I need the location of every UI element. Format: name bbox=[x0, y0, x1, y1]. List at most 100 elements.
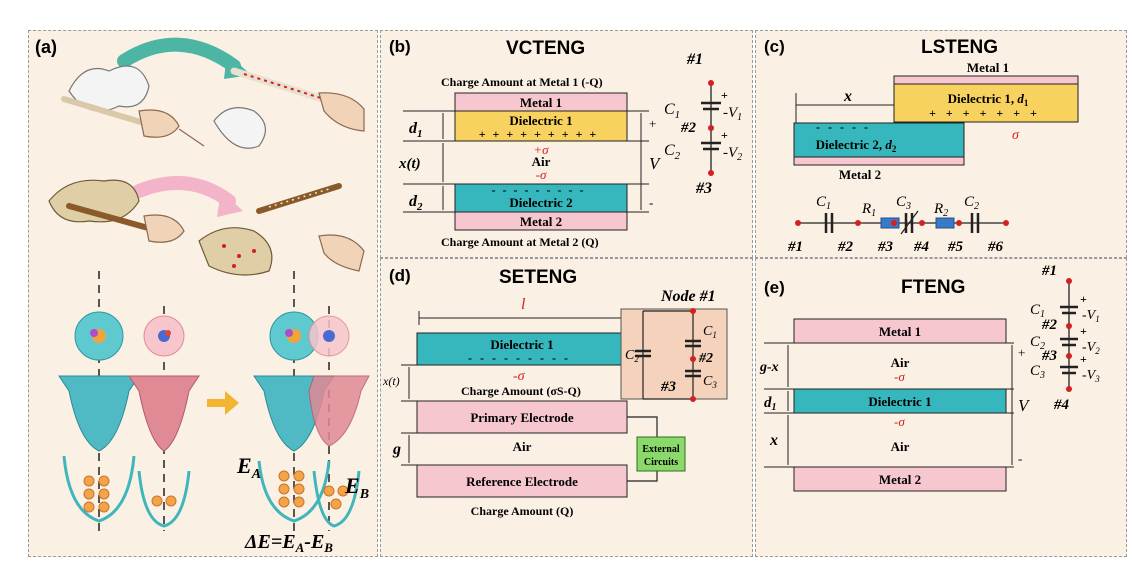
metal-2-label: Metal 2 bbox=[520, 214, 562, 229]
panel-a-label: (a) bbox=[35, 37, 57, 57]
reference-electrode-label: Reference Electrode bbox=[466, 474, 578, 489]
dielectric-2-label: Dielectric 2 bbox=[509, 195, 572, 210]
v2-label: -V2 bbox=[1082, 340, 1100, 356]
v-minus: - bbox=[1018, 451, 1022, 466]
node-1-label: #1 bbox=[787, 239, 803, 255]
energy-difference-equation: ΔE=EA-EB bbox=[244, 531, 333, 555]
node-1-label: #1 bbox=[1041, 263, 1057, 279]
x-label: x bbox=[843, 88, 852, 105]
bottom-charge-label: Charge Amount (Q) bbox=[471, 504, 574, 518]
node-3-label: #3 bbox=[877, 239, 894, 255]
x-label: x bbox=[769, 432, 778, 449]
air-top-label: Air bbox=[891, 355, 910, 370]
c3-label: C3 bbox=[703, 374, 717, 390]
resistor-r1 bbox=[880, 217, 900, 229]
energy-a-label: EA bbox=[236, 453, 261, 482]
circuits-label: Circuits bbox=[644, 457, 678, 468]
node-2-label: #2 bbox=[680, 120, 697, 136]
c1-label: C1 bbox=[1030, 302, 1045, 320]
metal-1-block bbox=[893, 75, 1079, 85]
node-3-label: #3 bbox=[1041, 348, 1058, 364]
external-label: External bbox=[642, 444, 679, 455]
dielectric-1-label: Dielectric 1 bbox=[868, 394, 931, 409]
xt-label: x(t) bbox=[382, 374, 400, 388]
node-1-label: #1 bbox=[686, 51, 703, 68]
charged-rod-illustration bbox=[213, 67, 365, 149]
v1-plus: + bbox=[1080, 292, 1087, 306]
panel-e-label: (e) bbox=[764, 278, 785, 297]
vcteng-equivalent-circuit bbox=[701, 80, 721, 176]
panel-b: (b) VCTENG Charge Amount at Metal 1 (-Q)… bbox=[380, 30, 753, 258]
minus-sigma-label: -σ bbox=[536, 167, 547, 182]
lsteng-equivalent-circuit bbox=[795, 210, 1009, 235]
negative-charges: --------- bbox=[468, 351, 576, 365]
metal-2-block bbox=[793, 466, 1007, 492]
c2-label: C2 bbox=[664, 142, 681, 162]
resistor-r2 bbox=[935, 217, 955, 229]
node-2-label: #2 bbox=[1041, 317, 1058, 333]
cloth-rub-illustration bbox=[61, 65, 205, 147]
minus-sigma-label: -σ bbox=[513, 369, 526, 384]
node-2-dot bbox=[708, 125, 714, 131]
c1-label: C1 bbox=[816, 194, 831, 212]
seteng-diagram: (d) SETENG l Dielectric 1 --------- -σ C… bbox=[382, 266, 728, 518]
c2-label: C2 bbox=[964, 194, 979, 212]
length-label: l bbox=[521, 296, 526, 313]
minus-sigma-top-label: -σ bbox=[894, 369, 905, 384]
v1-label: -V1 bbox=[1082, 308, 1100, 324]
c1-label: C1 bbox=[703, 324, 717, 340]
c3-label: C3 bbox=[1030, 363, 1045, 381]
metal-1-block bbox=[793, 318, 1007, 344]
c3-label: C3 bbox=[896, 194, 911, 212]
dielectric-1-block bbox=[454, 110, 628, 142]
metal-2-block bbox=[454, 211, 628, 231]
plus-sigma-label: +σ bbox=[533, 142, 549, 157]
c2-label: C2 bbox=[625, 348, 639, 364]
v-plus: + bbox=[1018, 345, 1025, 360]
node-2-label: #2 bbox=[837, 239, 854, 255]
v-minus: - bbox=[649, 195, 653, 210]
c1-label: C1 bbox=[664, 101, 680, 121]
v-plus: + bbox=[649, 116, 656, 131]
v-label: V bbox=[649, 154, 662, 173]
gx-label: g-x bbox=[759, 360, 779, 375]
energy-b-label: EB bbox=[344, 473, 369, 502]
negative-charges: --------- bbox=[492, 183, 591, 197]
panel-b-title: VCTENG bbox=[506, 38, 585, 59]
dielectric-2-label: Dielectric 2, d2 bbox=[816, 137, 897, 154]
dielectric-2-block bbox=[793, 122, 965, 158]
node-1-dot bbox=[708, 80, 714, 86]
air-label: Air bbox=[532, 154, 551, 169]
node-4-label: #4 bbox=[1053, 397, 1070, 413]
negative-charges: ----- bbox=[816, 120, 876, 134]
panel-c: (c) LSTENG Metal 1 Dielectric 1, d1 ++++… bbox=[755, 30, 1127, 258]
panel-d: (d) SETENG l Dielectric 1 --------- -σ C… bbox=[380, 258, 753, 557]
transfer-arrow-pink-icon bbox=[132, 176, 236, 208]
transfer-arrow-icon bbox=[117, 37, 241, 73]
v1-plus: + bbox=[721, 88, 728, 102]
metal-1-label: Metal 1 bbox=[520, 95, 562, 110]
metal-1-label: Metal 1 bbox=[967, 60, 1009, 75]
node-3-label: #3 bbox=[660, 379, 677, 395]
dielectric-1-label: Dielectric 1 bbox=[490, 337, 553, 352]
dielectric-1-label: Dielectric 1 bbox=[509, 113, 572, 128]
vcteng-diagram: (b) VCTENG Charge Amount at Metal 1 (-Q)… bbox=[389, 37, 742, 249]
v-label: V bbox=[1018, 396, 1031, 415]
panel-e-title: FTENG bbox=[901, 277, 965, 298]
dielectric-1-label: Dielectric 1, d1 bbox=[948, 91, 1029, 108]
top-charge-label: Charge Amount (σS-Q) bbox=[461, 384, 581, 398]
d1-label: d1 bbox=[764, 395, 777, 413]
d1-label: d1 bbox=[409, 120, 423, 140]
air-bottom-label: Air bbox=[891, 439, 910, 454]
node-3-dot bbox=[708, 170, 714, 176]
dielectric-1-block bbox=[893, 83, 1079, 123]
xt-label: x(t) bbox=[398, 156, 421, 172]
r1-label: R1 bbox=[861, 201, 876, 219]
external-circuits-box bbox=[636, 436, 686, 472]
d2-label: d2 bbox=[409, 193, 423, 213]
process-arrow-icon bbox=[207, 391, 239, 415]
panel-c-title: LSTENG bbox=[921, 37, 998, 58]
primary-electrode-label: Primary Electrode bbox=[470, 410, 574, 425]
metal-2-label: Metal 2 bbox=[879, 472, 921, 487]
panel-a: (a) bbox=[28, 30, 378, 557]
